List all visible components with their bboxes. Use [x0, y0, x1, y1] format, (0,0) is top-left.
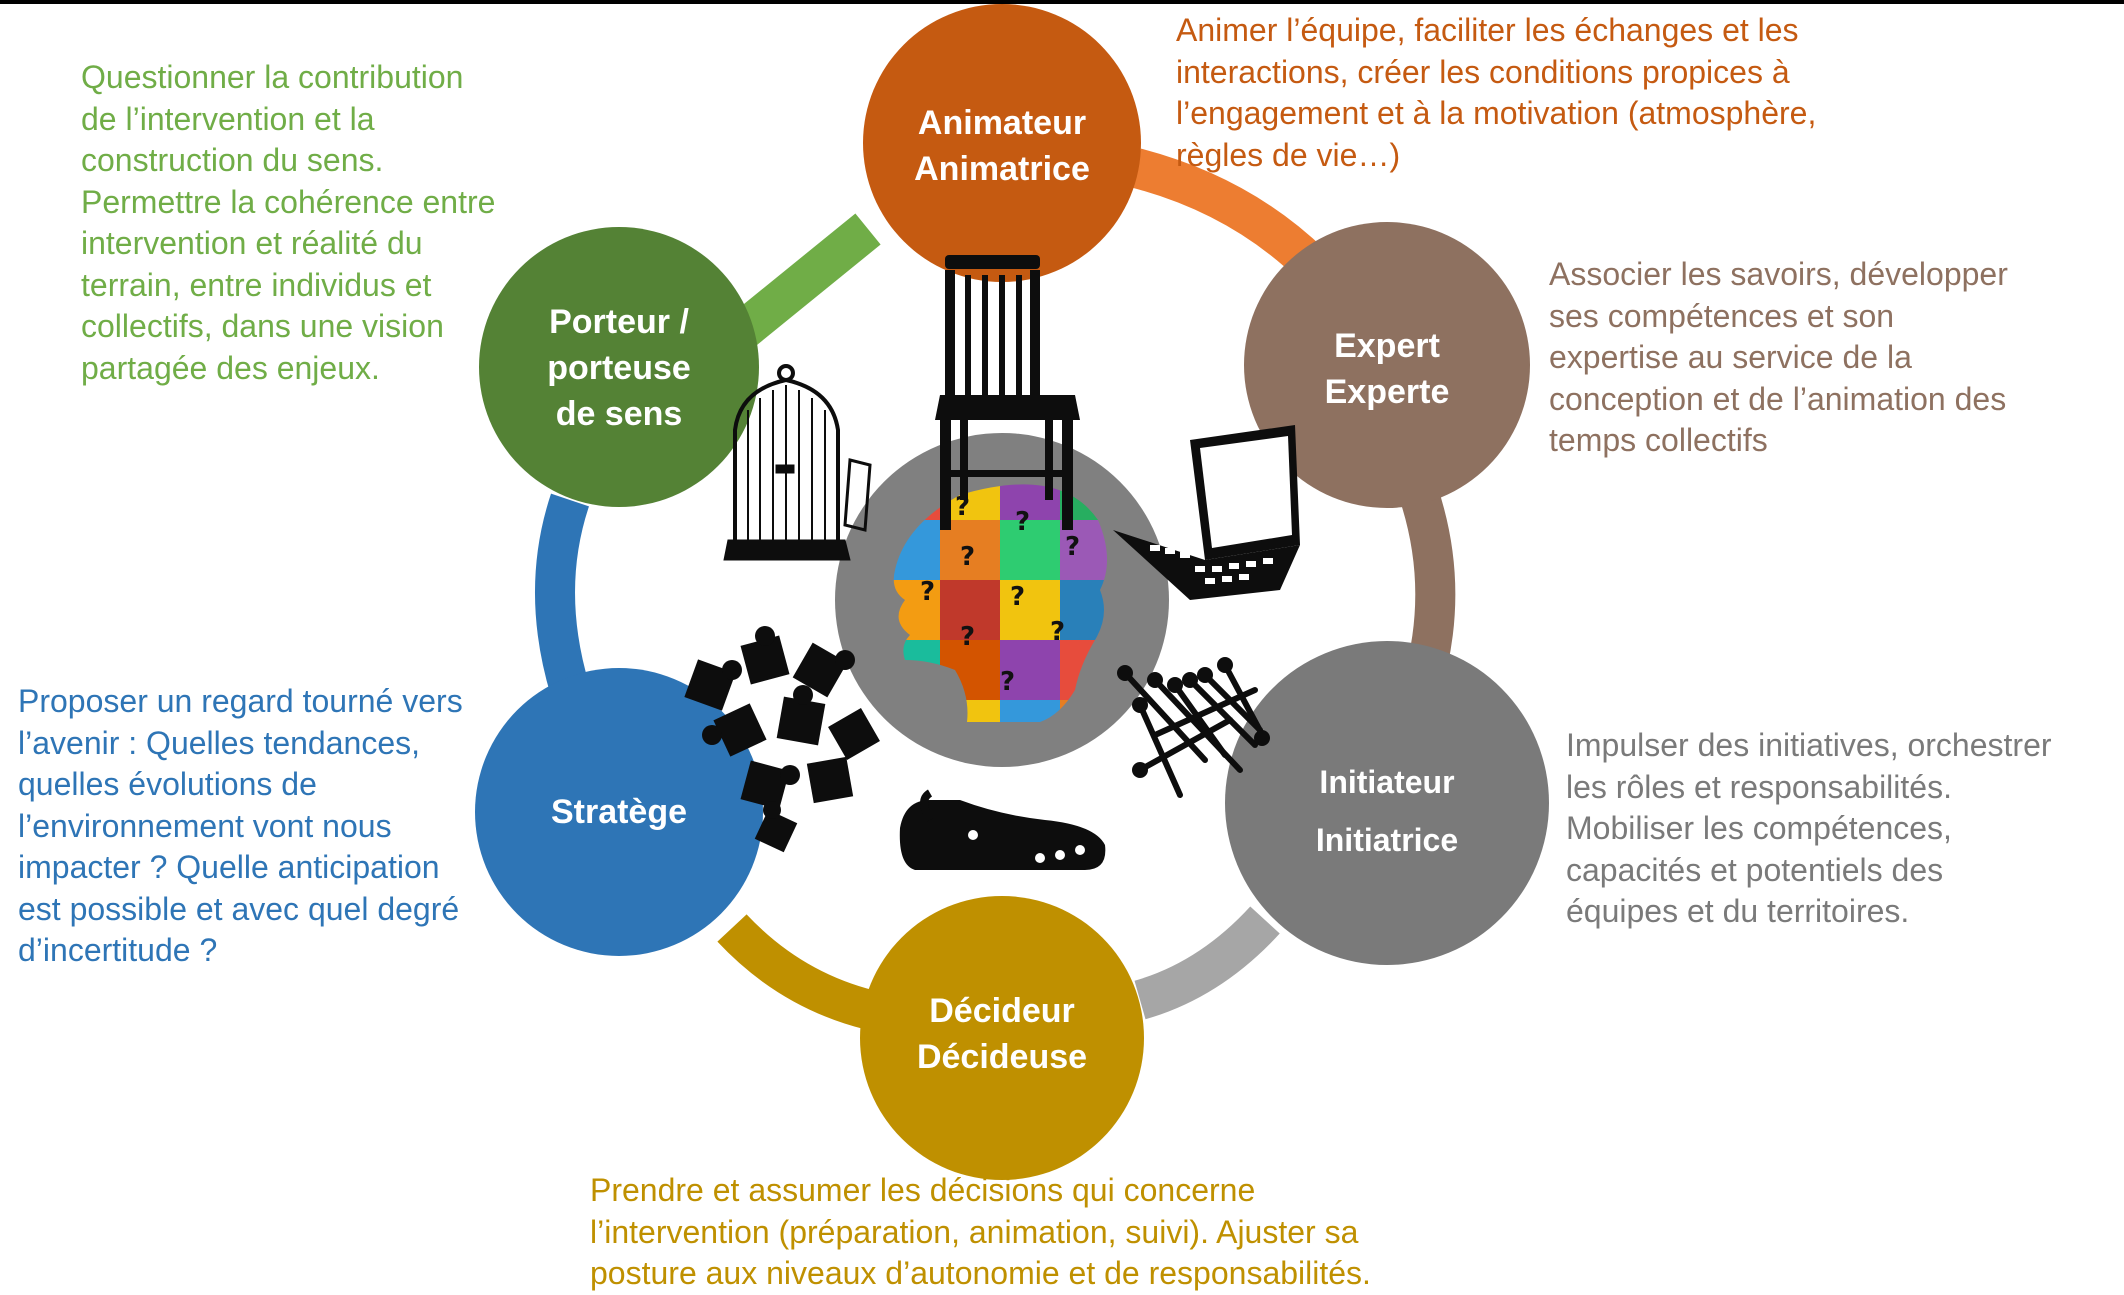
description-line: impacter ? Quelle anticipation: [18, 849, 440, 885]
question-mark: ?: [1000, 667, 1015, 697]
initiateur-circle: [1225, 641, 1549, 965]
description-line: l’intervention (préparation, animation, …: [590, 1213, 1359, 1250]
description-line: Permettre la cohérence entre: [81, 183, 496, 220]
description-line: Animer l’équipe, faciliter les échanges …: [1176, 12, 1799, 48]
chair-icon: [935, 255, 1080, 530]
description-line: quelles évolutions de: [18, 766, 317, 802]
description-line: d’incertitude ?: [18, 932, 218, 968]
description-line: intervention et réalité du: [81, 225, 423, 261]
question-mark: ?: [960, 542, 975, 572]
birdcage-icon: [723, 364, 872, 561]
question-mark: ?: [1065, 532, 1080, 562]
clog-shoe-icon: [899, 789, 1106, 870]
arc-animateur-expert: [1130, 148, 1326, 280]
laptop-icon: [1113, 425, 1300, 600]
de-sens-label-line: de sens: [555, 395, 683, 433]
description-line: posture aux niveaux d’autonomie et de re…: [590, 1255, 1371, 1291]
expert-description: Associer les savoirs, développer ses com…: [1549, 254, 2008, 462]
description-line: de l’intervention et la: [81, 100, 375, 137]
porteur-circle: [479, 227, 759, 507]
description-line: Questionner la contribution: [81, 59, 464, 95]
arc-initiateur-decideur: [1134, 906, 1280, 1020]
expert-label-line: Expert: [1334, 327, 1440, 365]
description-line: partagée des enjeux.: [81, 349, 380, 386]
animateur-label-line: Animateur: [917, 104, 1087, 142]
question-mark: ?: [960, 622, 975, 652]
description-line: Associer les savoirs, développer: [1549, 256, 2008, 292]
decideur-label: Décideur Décideuse: [917, 988, 1087, 1080]
question-mark: ?: [1015, 507, 1030, 537]
description-line: capacités et potentiels des: [1566, 851, 1944, 888]
porteur-label: Porteur / porteuse de sens: [547, 299, 691, 437]
decideur-description: Prendre et assumer les décisions qui con…: [590, 1170, 1371, 1295]
description-line: ses compétences et son: [1549, 297, 1895, 334]
porteur-description: Questionner la contribution de l’interve…: [81, 57, 495, 389]
description-line: conception et de l’animation des: [1549, 380, 2007, 417]
question-mark: ?: [1050, 617, 1065, 647]
description-line: collectifs, dans une vision: [81, 308, 444, 344]
question-mark: ?: [920, 577, 935, 607]
description-line: équipes et du territoires.: [1566, 893, 1910, 929]
description-line: temps collectifs: [1549, 422, 1768, 458]
description-line: interactions, créer les conditions propi…: [1176, 53, 1790, 90]
description-line: Proposer un regard tourné vers: [18, 683, 463, 719]
initiatrice-label-line: Initiatrice: [1315, 822, 1459, 858]
stratege-label-line: Stratège: [550, 793, 688, 831]
stratege-circle: [475, 668, 763, 956]
initiateur-description: Impulser des initiatives, orchestrer les…: [1566, 725, 2052, 933]
decideuse-label-line: Décideuse: [916, 1038, 1088, 1076]
porteuse-label-line: porteuse: [547, 349, 691, 387]
animatrice-label-line: Animatrice: [914, 150, 1090, 188]
description-line: est possible et avec quel degré: [18, 890, 460, 927]
experte-label-line: Experte: [1324, 373, 1450, 411]
description-line: construction du sens.: [81, 142, 384, 178]
animateur-label: Animateur Animatrice: [914, 100, 1090, 192]
top-border: [0, 0, 2124, 4]
description-line: expertise au service de la: [1549, 339, 1912, 375]
expert-label: Expert Experte: [1325, 323, 1450, 415]
initiateur-label-line: Initiateur: [1319, 764, 1455, 800]
description-line: Mobiliser les compétences,: [1566, 810, 1952, 846]
description-line: l’engagement et à la motivation (atmosph…: [1176, 95, 1817, 131]
stratege-description: Proposer un regard tourné vers l’avenir …: [18, 681, 463, 972]
question-mark: ?: [1010, 582, 1025, 612]
porteur-label-line: Porteur /: [549, 303, 689, 341]
expert-circle: [1244, 222, 1530, 508]
description-line: terrain, entre individus et: [81, 266, 432, 303]
initiateur-label: Initiateur Initiatrice: [1316, 753, 1458, 869]
stratege-label: Stratège: [551, 789, 687, 835]
description-line: Prendre et assumer les décisions qui con…: [590, 1172, 1256, 1208]
animateur-circle: [863, 4, 1141, 282]
description-line: les rôles et responsabilités.: [1566, 768, 1952, 805]
screws-icon: [1117, 657, 1270, 798]
description-line: règles de vie…): [1176, 136, 1401, 173]
puzzle-pieces-icon: [684, 626, 880, 853]
decideur-circle: [860, 896, 1144, 1180]
arc-decideur-stratege: [717, 914, 876, 1030]
description-line: l’avenir : Quelles tendances,: [18, 724, 420, 761]
decideur-label-line: Décideur: [929, 992, 1075, 1030]
arc-stratege-porteur: [535, 493, 590, 696]
animateur-description: Animer l’équipe, faciliter les échanges …: [1176, 10, 1816, 176]
description-line: l’environnement vont nous: [18, 807, 392, 844]
description-line: Impulser des initiatives, orchestrer: [1566, 727, 2052, 763]
